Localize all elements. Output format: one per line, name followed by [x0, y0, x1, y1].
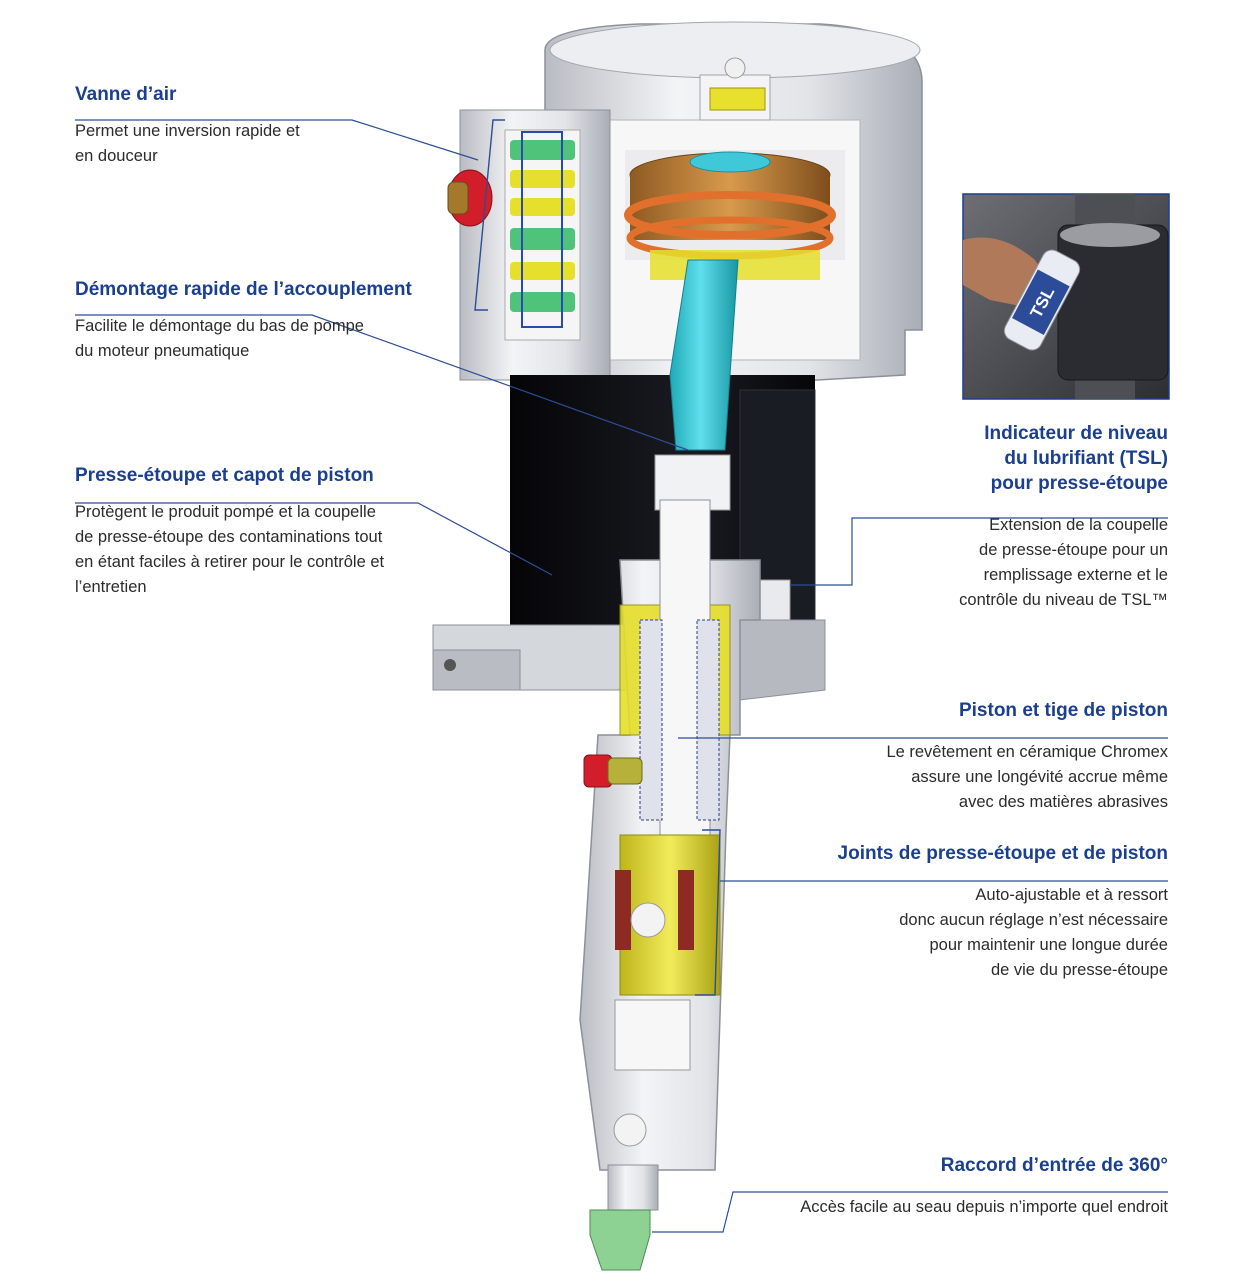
seals-desc: Auto-ajustable et à ressort donc aucun r…: [899, 886, 1168, 979]
packing-cover-desc: Protègent le produit pompé et la coupell…: [75, 503, 385, 596]
callout-tsl: Indicateur de niveau du lubrifiant (TSL)…: [870, 421, 1168, 613]
bracket-air-valve: [474, 119, 505, 311]
tsl-title: Indicateur de niveau du lubrifiant (TSL)…: [984, 423, 1168, 494]
callout-packing-cover: Presse-étoupe et capot de piston Protège…: [75, 463, 455, 600]
callout-seals: Joints de presse-étoupe et de piston Aut…: [790, 841, 1168, 983]
bracket-seals: [695, 829, 721, 996]
piston-rod-desc: Le revêtement en céramique Chromex assur…: [886, 743, 1168, 811]
tsl-desc: Extension de la coupelle de presse-étoup…: [959, 516, 1168, 609]
inlet-title: Raccord d’entrée de 360°: [940, 1155, 1168, 1176]
packing-cover-title: Presse-étoupe et capot de piston: [75, 465, 374, 486]
coupling-desc: Facilite le démontage du bas de pompe du…: [75, 317, 364, 360]
inlet-fitting: [589, 1164, 659, 1271]
callout-air-valve: Vanne d’air Permet une inversion rapide …: [75, 82, 405, 169]
callout-piston-rod: Piston et tige de piston Le revêtement e…: [820, 698, 1168, 815]
leader-air-valve: [75, 119, 479, 161]
leader-tsl: [790, 517, 1168, 586]
tsl-photo-inset: TSL: [962, 193, 1170, 400]
piston-rod-title: Piston et tige de piston: [958, 700, 1168, 721]
air-valve-desc: Permet une inversion rapide et en douceu…: [75, 122, 300, 165]
air-valve-title: Vanne d’air: [75, 84, 177, 105]
leader-inlet: [652, 1191, 1168, 1233]
mounting-bracket: [432, 619, 826, 701]
callout-coupling: Démontage rapide de l’accouplement Facil…: [75, 277, 455, 364]
seals-title: Joints de presse-étoupe et de piston: [837, 843, 1168, 864]
leader-coupling: [75, 314, 689, 451]
coupling-title: Démontage rapide de l’accouplement: [75, 279, 412, 300]
air-valve-stack: [447, 109, 611, 381]
inlet-desc: Accès facile au seau depuis n’importe qu…: [800, 1198, 1168, 1216]
callout-inlet: Raccord d’entrée de 360° Accès facile au…: [760, 1153, 1168, 1220]
leader-packing-cover: [75, 502, 553, 576]
displacement-pump: [579, 499, 761, 1171]
